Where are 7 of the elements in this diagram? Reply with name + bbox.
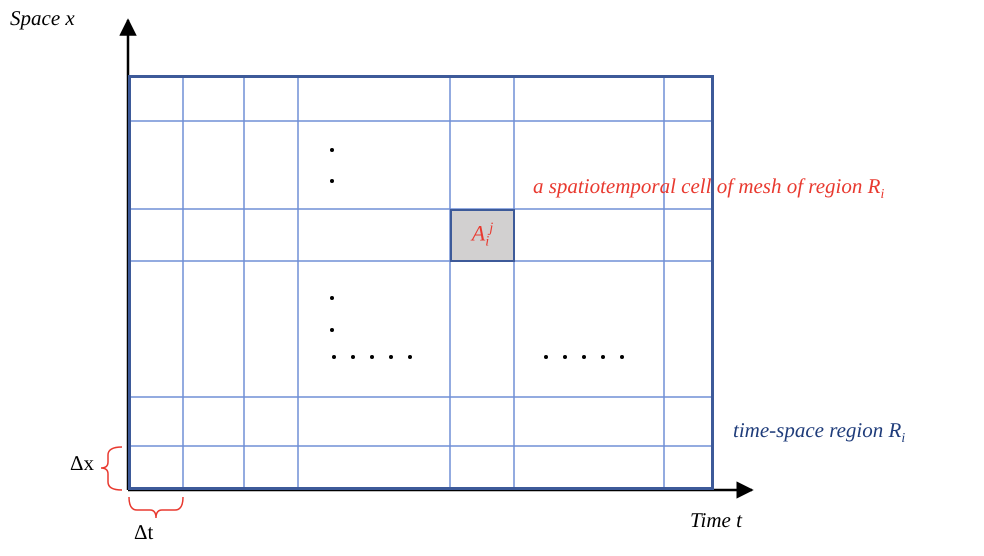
axis-title: Time t (690, 510, 742, 531)
dimension-label: Δt (134, 522, 154, 543)
mesh-cell (450, 209, 515, 262)
region-label: time-space region R$_{i}$ (733, 420, 906, 445)
axis-title: Space x (10, 8, 75, 29)
dimension-label: Δx (70, 453, 94, 474)
region-rectangle (128, 75, 714, 490)
